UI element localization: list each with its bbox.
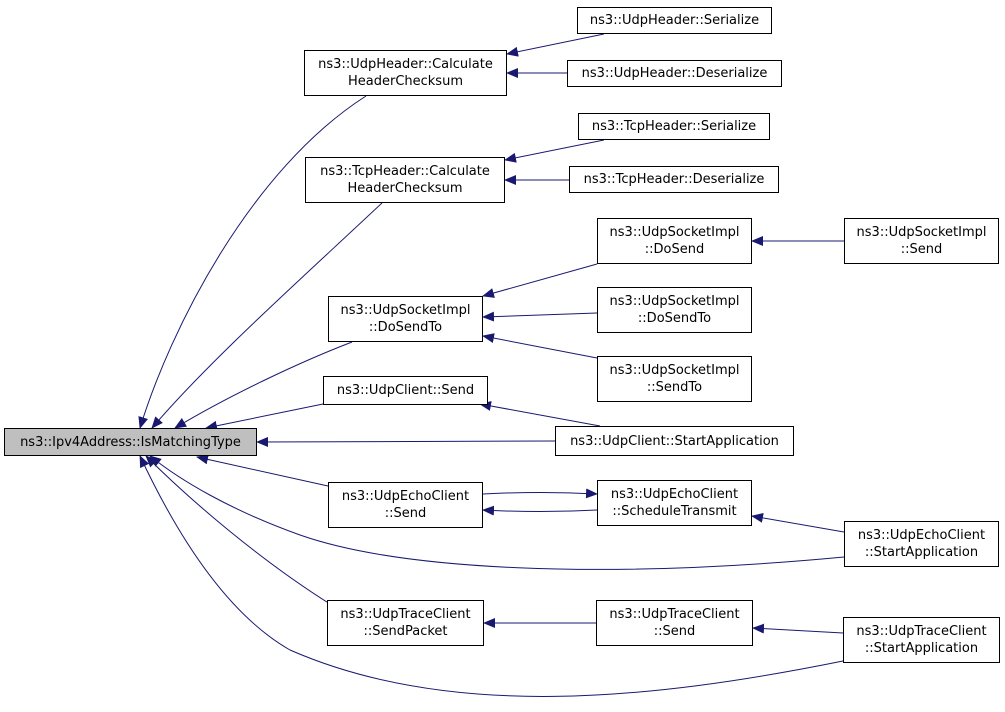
- node-udpclient-start[interactable]: ns3::UdpClient::StartApplication: [555, 426, 794, 456]
- edge-udpecho_start-to-udpecho_sched: [751, 512, 845, 533]
- edge-udpclient_start-to-udpclient_send: [479, 401, 601, 427]
- node-label-line: ns3::UdpClient::StartApplication: [570, 433, 779, 449]
- edge-udpecho_sched-to-udpecho_send: [482, 505, 598, 516]
- node-udpsock-send[interactable]: ns3::UdpSocketImpl::Send: [844, 218, 999, 264]
- node-label-line: ns3::TcpHeader::Calculate: [320, 164, 490, 179]
- node-udptrace-start[interactable]: ns3::UdpTraceClient::StartApplication: [843, 617, 1000, 663]
- node-label-line: ns3::UdpHeader::Serialize: [589, 13, 760, 28]
- edge-udptrace_start-to-udptrace_send: [752, 623, 844, 634]
- node-tcphdr-ser[interactable]: ns3::TcpHeader::Serialize: [578, 113, 770, 140]
- node-tcphdr-des[interactable]: ns3::TcpHeader::Deserialize: [569, 166, 779, 193]
- node-label-line: ns3::UdpHeader::Deserialize: [581, 66, 768, 81]
- node-udphdr-ser[interactable]: ns3::UdpHeader::Serialize: [577, 7, 772, 34]
- node-label-line: ::SendPacket: [363, 624, 448, 639]
- node-label-line: ns3::UdpEchoClient: [857, 528, 986, 543]
- node-udpclient-send[interactable]: ns3::UdpClient::Send: [323, 376, 488, 405]
- edge-tcphdr_calc-to-root: [151, 202, 383, 429]
- edge-udpclient_start-to-root: [256, 436, 556, 447]
- edge-udpsock_dosend-to-udpsock_dosendto: [482, 263, 598, 298]
- node-label-line: ns3::UdpSocketImpl: [609, 225, 740, 240]
- node-label-line: ::Send: [900, 242, 943, 257]
- edge-udpsock_sendto-to-udpsock_dosendto: [482, 333, 598, 359]
- node-label-line: ns3::UdpSocketImpl: [609, 294, 740, 309]
- edge-udpecho_send-to-udpecho_sched: [482, 488, 598, 499]
- node-udptrace-sendpkt[interactable]: ns3::UdpTraceClient::SendPacket: [327, 600, 484, 646]
- edge-udphdr_calc-to-root: [138, 95, 367, 429]
- node-label-line: ns3::UdpSocketImpl: [856, 225, 987, 240]
- edge-udptrace_sendpkt-to-root: [145, 455, 331, 605]
- node-label-line: ns3::UdpHeader::Calculate: [318, 57, 493, 72]
- edge-udpsock_dosendto2-to-udpsock_dosendto: [482, 311, 598, 322]
- node-label-line: ns3::UdpClient::Send: [336, 383, 475, 398]
- node-label-line: ns3::UdpTraceClient: [609, 607, 740, 622]
- node-label-line: ::ScheduleTransmit: [612, 504, 737, 519]
- node-label-line: HeaderChecksum: [347, 74, 463, 89]
- node-label-line: ns3::UdpTraceClient: [856, 624, 987, 639]
- node-label-line: ::DoSendTo: [637, 311, 712, 326]
- edge-udpclient_send-to-root: [205, 403, 324, 431]
- node-label-line: ::StartApplication: [864, 641, 979, 656]
- node-label-line: ns3::UdpTraceClient: [340, 607, 471, 622]
- edge-tcphdr_ser-to-tcphdr_calc: [504, 139, 605, 163]
- node-label-line: ::DoSend: [644, 242, 705, 257]
- node-root: ns3::Ipv4Address::IsMatchingType: [4, 428, 257, 456]
- edge-udpecho_start-to-root: [149, 455, 845, 570]
- node-udphdr-des[interactable]: ns3::UdpHeader::Deserialize: [567, 60, 782, 87]
- edge-udphdr_ser-to-udphdr_calc: [506, 33, 605, 57]
- node-udptrace-send[interactable]: ns3::UdpTraceClient::Send: [596, 600, 753, 646]
- node-label-line: ::DoSendTo: [368, 320, 443, 335]
- node-label-line: ns3::UdpEchoClient: [610, 487, 739, 502]
- node-label-line: ::Send: [384, 506, 427, 521]
- node-label-line: ::Send: [653, 624, 696, 639]
- node-label-line: ns3::UdpSocketImpl: [609, 363, 740, 378]
- node-udpecho-sched[interactable]: ns3::UdpEchoClient::ScheduleTransmit: [597, 480, 752, 526]
- node-label-line: ::StartApplication: [864, 545, 979, 560]
- edge-udpecho_send-to-root: [196, 454, 329, 487]
- node-udpsock-sendto[interactable]: ns3::UdpSocketImpl::SendTo: [597, 356, 752, 402]
- node-label-line: ns3::Ipv4Address::IsMatchingType: [20, 434, 241, 450]
- node-label-line: ns3::UdpSocketImpl: [340, 303, 471, 318]
- node-udpecho-send[interactable]: ns3::UdpEchoClient::Send: [328, 482, 483, 528]
- node-udpsock-dosendto[interactable]: ns3::UdpSocketImpl::DoSendTo: [328, 296, 483, 342]
- node-udpecho-start[interactable]: ns3::UdpEchoClient::StartApplication: [844, 521, 999, 567]
- node-label-line: ns3::TcpHeader::Deserialize: [583, 172, 765, 187]
- node-label-line: ns3::UdpEchoClient: [341, 489, 470, 504]
- edge-udpsock_dosendto-to-root: [174, 341, 353, 429]
- node-label-line: ns3::TcpHeader::Serialize: [591, 119, 757, 134]
- edge-udptrace_start-to-root: [139, 455, 844, 697]
- node-udpsock-dosend[interactable]: ns3::UdpSocketImpl::DoSend: [597, 218, 752, 264]
- node-udpsock-dosendto2[interactable]: ns3::UdpSocketImpl::DoSendTo: [597, 287, 752, 333]
- node-label-line: HeaderChecksum: [347, 181, 463, 196]
- node-label-line: ::SendTo: [646, 380, 703, 395]
